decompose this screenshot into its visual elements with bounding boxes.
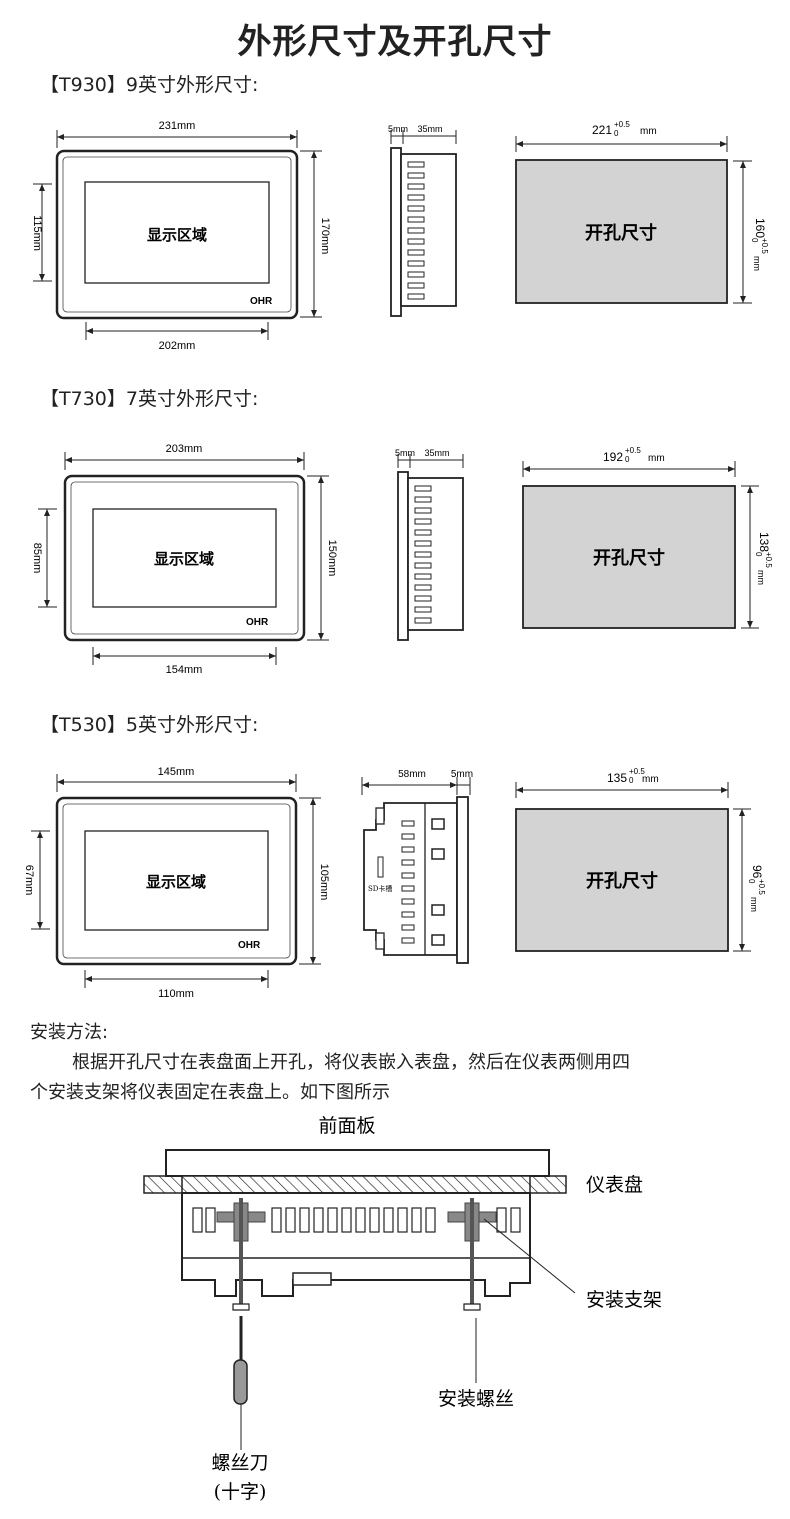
svg-text:145mm: 145mm bbox=[158, 766, 195, 778]
svg-text:138: 138 bbox=[757, 532, 771, 552]
svg-text:0: 0 bbox=[747, 879, 756, 884]
svg-text:192: 192 bbox=[603, 450, 623, 464]
svg-text:mm: mm bbox=[642, 774, 659, 785]
screen-area bbox=[84, 181, 270, 284]
svg-text:+0.5: +0.5 bbox=[760, 238, 769, 254]
dim-width-text: 231mm bbox=[159, 120, 196, 132]
svg-text:35mm: 35mm bbox=[424, 448, 449, 458]
front-panel bbox=[165, 1149, 550, 1177]
svg-text:58mm: 58mm bbox=[398, 769, 426, 780]
svg-text:0: 0 bbox=[614, 129, 619, 138]
svg-text:135: 135 bbox=[607, 771, 627, 785]
svg-text:开孔尺寸: 开孔尺寸 bbox=[593, 547, 665, 569]
install-heading: 安装方法: bbox=[30, 1022, 109, 1043]
dim-screen-height: 115mm bbox=[31, 215, 43, 251]
side-bezel bbox=[390, 147, 402, 317]
svg-text:0: 0 bbox=[754, 552, 763, 557]
svg-text:0: 0 bbox=[625, 455, 630, 464]
label-screwdriver-type: (十字) bbox=[214, 1481, 267, 1503]
svg-text:221: 221 bbox=[592, 123, 612, 137]
logo-text: OHR bbox=[250, 296, 273, 307]
install-diagram: 前面板 仪表盘 螺丝刀 (十字) 安装支架 安装螺丝 bbox=[143, 1115, 662, 1503]
svg-text:mm: mm bbox=[749, 897, 759, 912]
svg-text:+0.5: +0.5 bbox=[614, 120, 630, 129]
svg-text:显示区域: 显示区域 bbox=[146, 873, 206, 891]
svg-text:mm: mm bbox=[648, 453, 665, 464]
svg-text:160: 160 bbox=[753, 218, 767, 238]
svg-text:SD卡槽: SD卡槽 bbox=[368, 884, 392, 893]
svg-text:150mm: 150mm bbox=[326, 540, 338, 577]
screen-label: 显示区域 bbox=[147, 226, 207, 244]
section-heading-t730: 【T730】7英寸外形尺寸: bbox=[40, 388, 259, 410]
svg-text:+0.5: +0.5 bbox=[757, 879, 766, 895]
label-panel: 仪表盘 bbox=[586, 1174, 643, 1196]
section-heading-t530: 【T530】5英寸外形尺寸: bbox=[40, 714, 259, 736]
install-line-1: 根据开孔尺寸在表盘面上开孔，将仪表嵌入表盘，然后在仪表两侧用四 bbox=[72, 1052, 630, 1073]
dim-screen-width: 202mm bbox=[159, 340, 196, 352]
svg-text:96: 96 bbox=[750, 865, 764, 879]
label-bracket: 安装支架 bbox=[586, 1289, 662, 1311]
svg-text:5mm: 5mm bbox=[395, 448, 415, 458]
svg-text:+0.5: +0.5 bbox=[625, 446, 641, 455]
svg-text:105mm: 105mm bbox=[318, 864, 330, 901]
svg-text:OHR: OHR bbox=[238, 940, 261, 951]
svg-text:显示区域: 显示区域 bbox=[154, 550, 214, 568]
svg-text:154mm: 154mm bbox=[166, 664, 203, 676]
svg-text:85mm: 85mm bbox=[31, 543, 43, 574]
screwdriver bbox=[233, 1359, 248, 1405]
svg-text:5mm: 5mm bbox=[388, 124, 408, 134]
svg-text:+0.5: +0.5 bbox=[764, 552, 773, 568]
svg-text:5mm: 5mm bbox=[451, 769, 473, 780]
diagram-t930: 231mm 显示区域 OHR 115mm 170mm 202mm 5mm 35m… bbox=[31, 120, 769, 352]
svg-text:0: 0 bbox=[629, 776, 634, 785]
label-front-panel: 前面板 bbox=[318, 1115, 375, 1137]
section-heading-t930: 【T930】9英寸外形尺寸: bbox=[40, 74, 259, 96]
svg-text:+0.5: +0.5 bbox=[629, 767, 645, 776]
svg-text:mm: mm bbox=[640, 126, 657, 137]
svg-text:mm: mm bbox=[756, 570, 766, 585]
cutout-rect bbox=[515, 159, 728, 304]
svg-text:mm: mm bbox=[752, 256, 762, 271]
label-screw: 安装螺丝 bbox=[438, 1388, 514, 1410]
page-title: 外形尺寸及开孔尺寸 bbox=[237, 22, 553, 62]
svg-text:67mm: 67mm bbox=[23, 865, 35, 896]
diagram-t530: 145mm 显示区域 OHR 67mm 105mm 110mm 58mm 5mm… bbox=[23, 766, 766, 1000]
install-line-2: 个安装支架将仪表固定在表盘上。如下图所示 bbox=[30, 1082, 390, 1103]
svg-text:110mm: 110mm bbox=[158, 988, 194, 1000]
diagram-t730: 203mm 显示区域 OHR 85mm 150mm 154mm 5mm 35mm… bbox=[31, 443, 773, 676]
label-screwdriver: 螺丝刀 bbox=[211, 1452, 268, 1474]
svg-text:35mm: 35mm bbox=[417, 124, 442, 134]
svg-text:OHR: OHR bbox=[246, 617, 269, 628]
svg-text:0: 0 bbox=[750, 238, 759, 243]
instrument-body bbox=[181, 1192, 531, 1297]
svg-text:开孔尺寸: 开孔尺寸 bbox=[586, 870, 658, 892]
dim-height: 170mm bbox=[319, 218, 331, 255]
svg-text:203mm: 203mm bbox=[166, 443, 203, 455]
svg-text:开孔尺寸: 开孔尺寸 bbox=[585, 222, 657, 244]
